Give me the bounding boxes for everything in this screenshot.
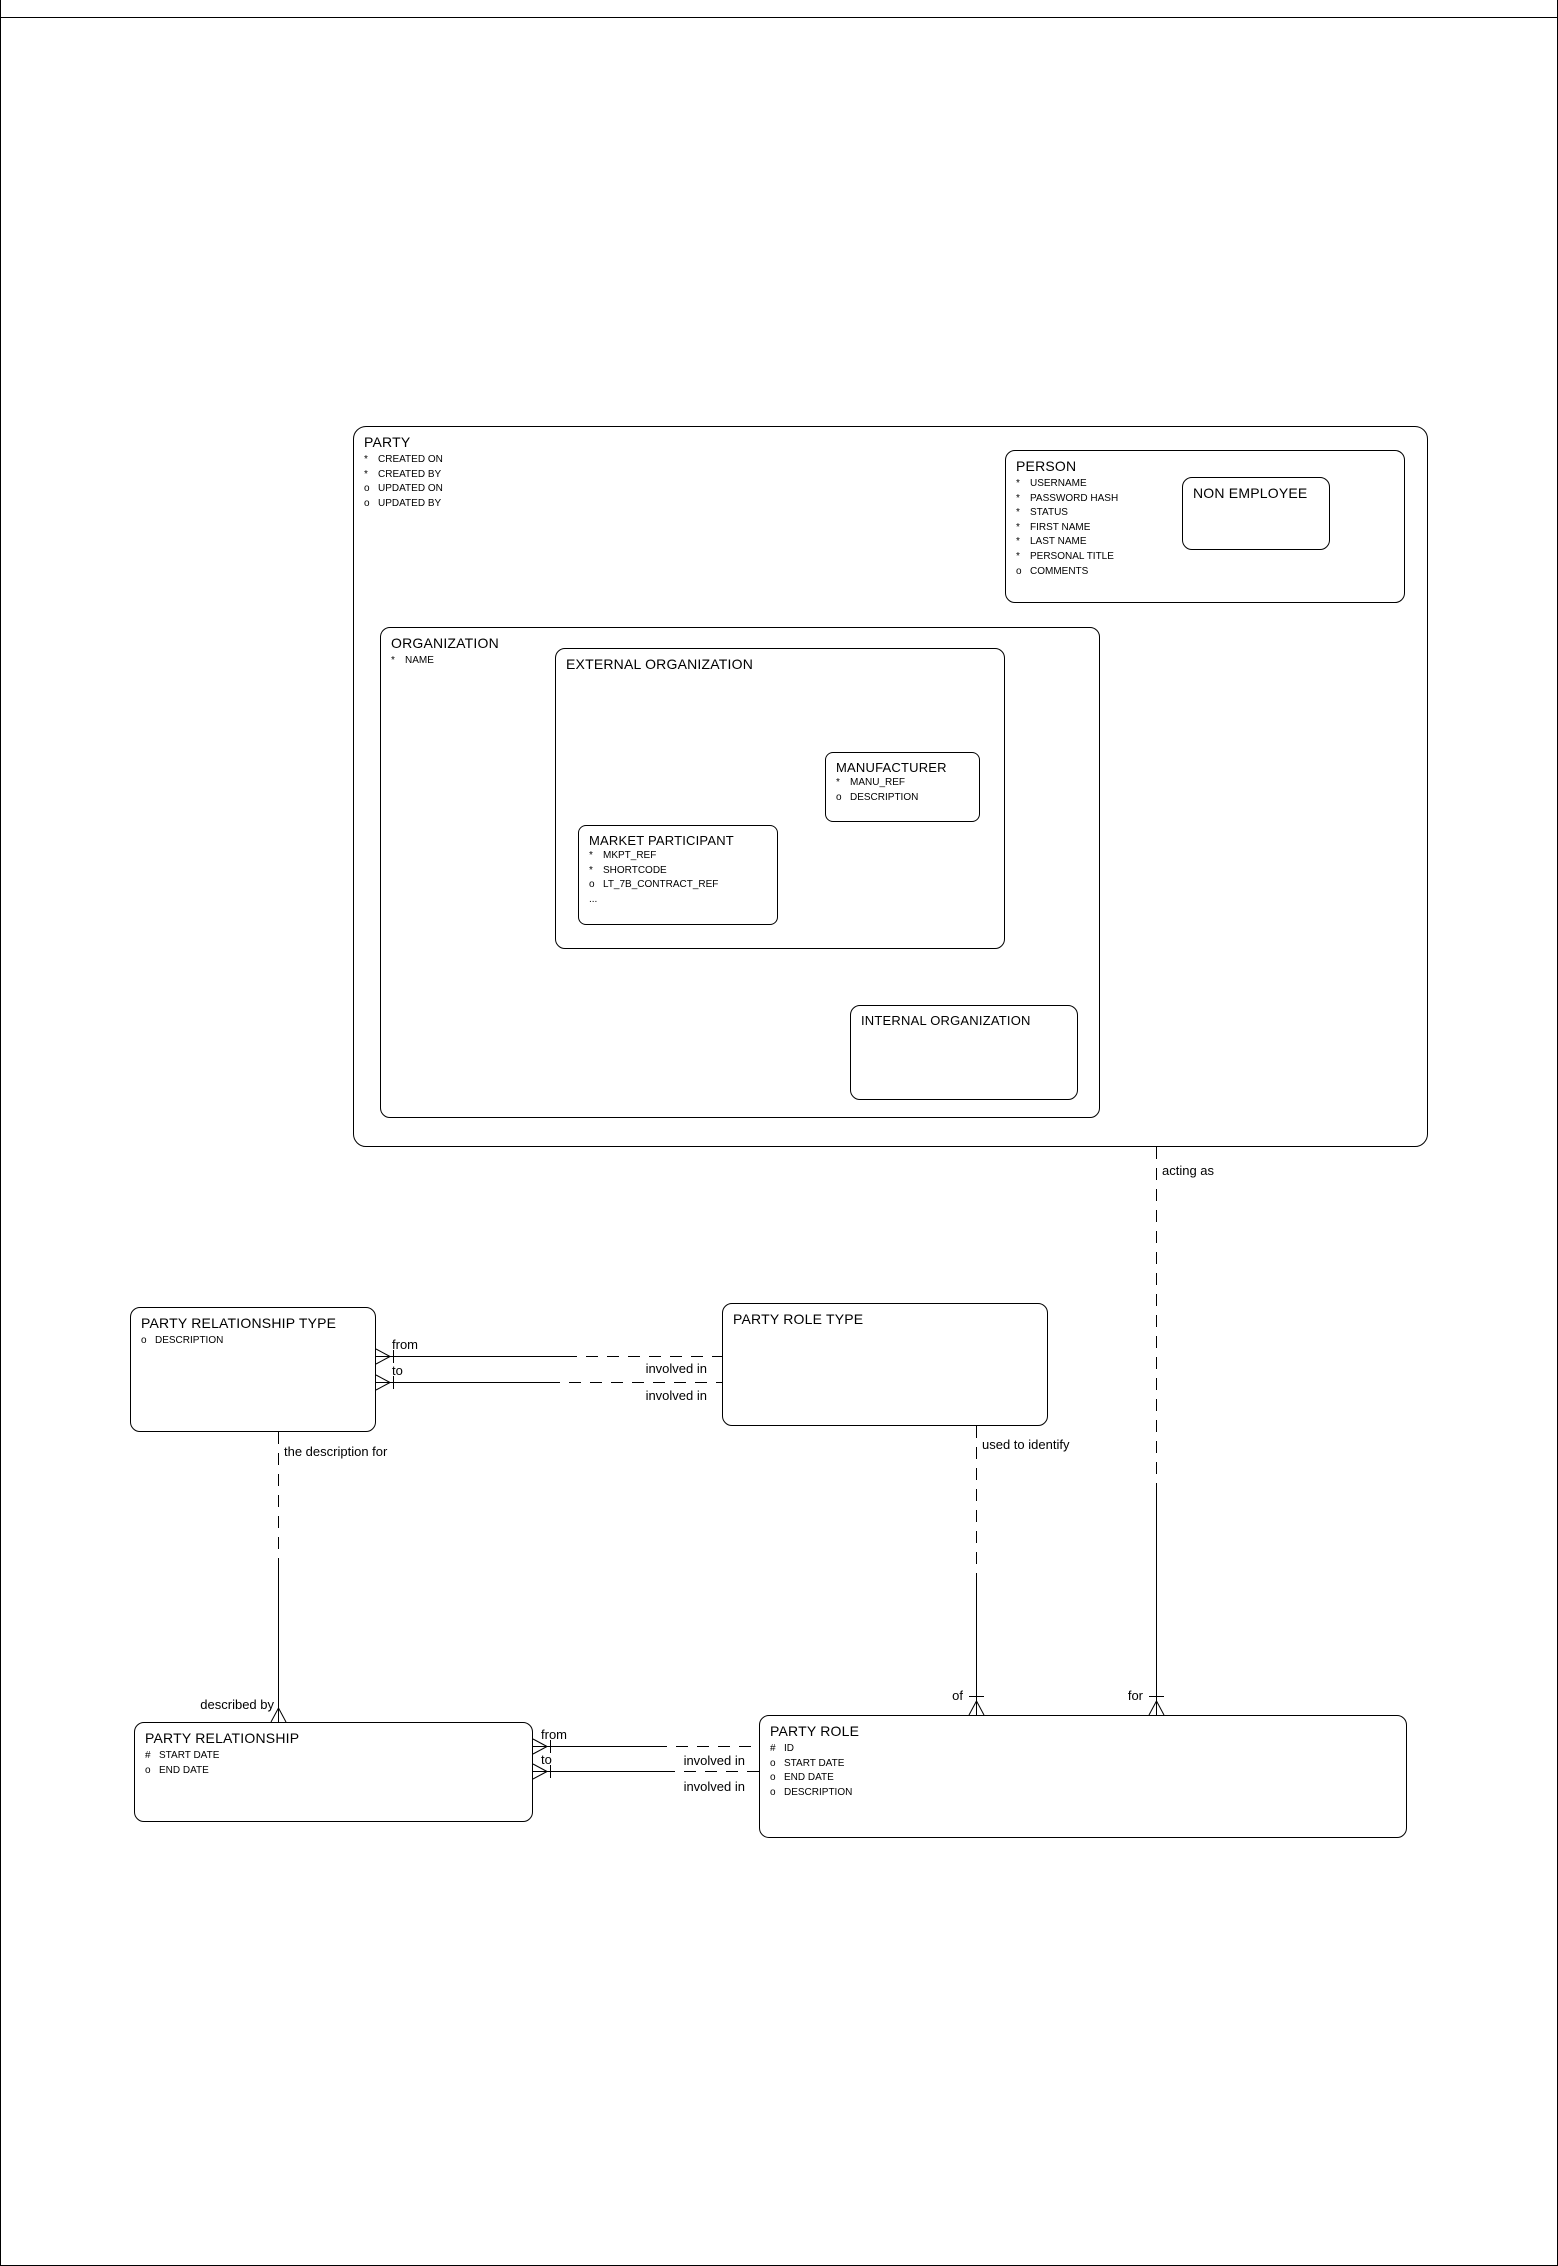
rel-label-the-description-for: the description for (284, 1444, 388, 1459)
crows-foot (375, 1348, 391, 1365)
crows-foot (1148, 1700, 1165, 1716)
rel-label-involved-in-3: involved in (683, 1753, 745, 1768)
entity-party-title: PARTY (364, 434, 411, 450)
entity-party-relationship-title: PARTY RELATIONSHIP (145, 1730, 300, 1746)
rel-label-involved-in-1: involved in (645, 1361, 707, 1376)
attribute-row: *CREATED ON (364, 454, 443, 465)
attribute-row: *LAST NAME (1016, 536, 1087, 548)
attribute-row: *USERNAME (1016, 478, 1087, 489)
attribute-row: *PERSONAL TITLE (1016, 550, 1114, 562)
entity-external-organization-title: EXTERNAL ORGANIZATION (566, 656, 753, 672)
attribute-row: *MKPT_REF (589, 850, 657, 861)
entity-non-employee[interactable]: NON EMPLOYEE (1182, 477, 1330, 550)
attribute-row: ... (589, 893, 598, 905)
entity-party-role-title: PARTY ROLE (770, 1723, 860, 1739)
entity-market-participant-title: MARKET PARTICIPANT (589, 833, 734, 848)
relationship-line-description[interactable] (270, 1432, 287, 1723)
attribute-row: *NAME (391, 655, 434, 666)
relationship-line-used-to-identify[interactable] (968, 1426, 985, 1716)
rel-label-from-bottom: from (541, 1727, 567, 1742)
rel-label-for: for (1127, 1688, 1143, 1703)
entity-internal-organization-title: INTERNAL ORGANIZATION (861, 1013, 1031, 1028)
rel-label-used-to-identify: used to identify (982, 1437, 1070, 1452)
entity-party-relationship-type-title: PARTY RELATIONSHIP TYPE (141, 1315, 337, 1331)
attribute-row: #START DATE (145, 1750, 220, 1761)
attribute-row: *CREATED BY (364, 468, 442, 480)
rel-label-described-by: described by (200, 1697, 274, 1712)
rel-label-to-bottom: to (541, 1752, 552, 1767)
entity-person-title: PERSON (1016, 458, 1077, 474)
rel-label-acting-as: acting as (1162, 1163, 1215, 1178)
attribute-row: *PASSWORD HASH (1016, 492, 1119, 504)
entity-internal-organization[interactable]: INTERNAL ORGANIZATION (850, 1005, 1078, 1100)
entity-organization-title: ORGANIZATION (391, 635, 499, 651)
attribute-row: *SHORTCODE (589, 864, 667, 876)
attribute-row: *MANU_REF (836, 777, 906, 788)
attribute-row: *FIRST NAME (1016, 521, 1091, 533)
entity-party-role-type-title: PARTY ROLE TYPE (733, 1311, 864, 1327)
entity-party-role-type[interactable]: PARTY ROLE TYPE (722, 1303, 1048, 1426)
rel-label-involved-in-4: involved in (683, 1779, 745, 1794)
crows-foot (968, 1700, 985, 1716)
rel-label-from-top: from (392, 1337, 418, 1352)
entity-person-attributes: *USERNAME *PASSWORD HASH *STATUS *FIRST NAM… (1016, 477, 1394, 579)
crows-foot (375, 1374, 391, 1391)
attribute-row: *STATUS (1016, 507, 1068, 519)
rel-label-of: of (952, 1688, 963, 1703)
entity-manufacturer-title: MANUFACTURER (836, 760, 947, 775)
relationship-line-acting-as[interactable] (1148, 1147, 1165, 1716)
attribute-row: #ID (770, 1743, 794, 1754)
entity-non-employee-title: NON EMPLOYEE (1193, 485, 1308, 501)
rel-label-to-top: to (392, 1363, 403, 1378)
rel-label-involved-in-2: involved in (645, 1388, 707, 1403)
entity-organization-attributes: *NAME (391, 654, 1089, 669)
